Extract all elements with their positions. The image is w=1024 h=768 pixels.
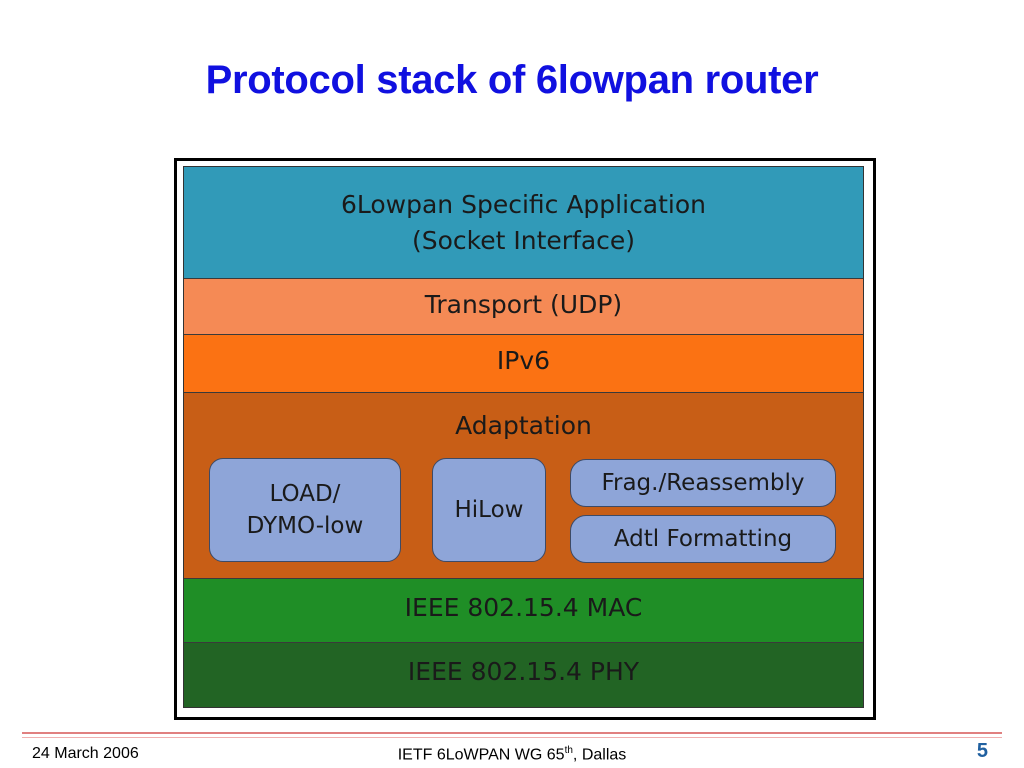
page-number: 5 [976, 740, 988, 762]
layer-mac: IEEE 802.15.4 MAC [184, 579, 863, 643]
layer-application-line2: (Socket Interface) [411, 226, 636, 255]
layer-ipv6: IPv6 [184, 335, 863, 393]
layer-adaptation-label: Adaptation [455, 411, 592, 440]
layer-application-line1: 6Lowpan Specific Application [340, 190, 707, 219]
module-load-dymo: LOAD/ DYMO-low [209, 458, 401, 562]
module-load-line2: DYMO-low [246, 513, 364, 539]
module-adtl-formatting: Adtl Formatting [570, 515, 836, 563]
layer-application: 6Lowpan Specific Application (Socket Int… [184, 167, 863, 279]
module-hilow: HiLow [432, 458, 546, 562]
footer-rule [22, 732, 1002, 734]
footer-event-suffix: , Dallas [572, 746, 627, 764]
module-hilow-label: HiLow [454, 497, 524, 523]
module-load-line1: LOAD/ [269, 481, 341, 507]
footer-event-sup: th [564, 745, 573, 756]
protocol-stack: 6Lowpan Specific Application (Socket Int… [183, 166, 864, 708]
layer-transport: Transport (UDP) [184, 279, 863, 335]
slide-title: Protocol stack of 6lowpan router [205, 58, 819, 102]
footer-event: IETF 6LoWPAN WG 65th, Dallas [0, 745, 1024, 764]
layer-adaptation: Adaptation LOAD/ DYMO-low HiLow Frag./Re… [184, 393, 863, 579]
footer-rule-thin [22, 737, 1002, 738]
layer-transport-label: Transport (UDP) [424, 290, 623, 319]
layer-ipv6-label: IPv6 [496, 346, 551, 375]
footer-event-prefix: IETF 6LoWPAN WG 65 [397, 746, 565, 764]
module-frag-label: Frag./Reassembly [601, 470, 805, 496]
layer-phy: IEEE 802.15.4 PHY [184, 643, 863, 707]
layer-mac-label: IEEE 802.15.4 MAC [404, 593, 643, 622]
footer-date: 24 March 2006 [32, 745, 139, 762]
layer-phy-label: IEEE 802.15.4 PHY [407, 657, 640, 686]
module-frag-reassembly: Frag./Reassembly [570, 459, 836, 507]
module-adtl-label: Adtl Formatting [613, 526, 793, 552]
